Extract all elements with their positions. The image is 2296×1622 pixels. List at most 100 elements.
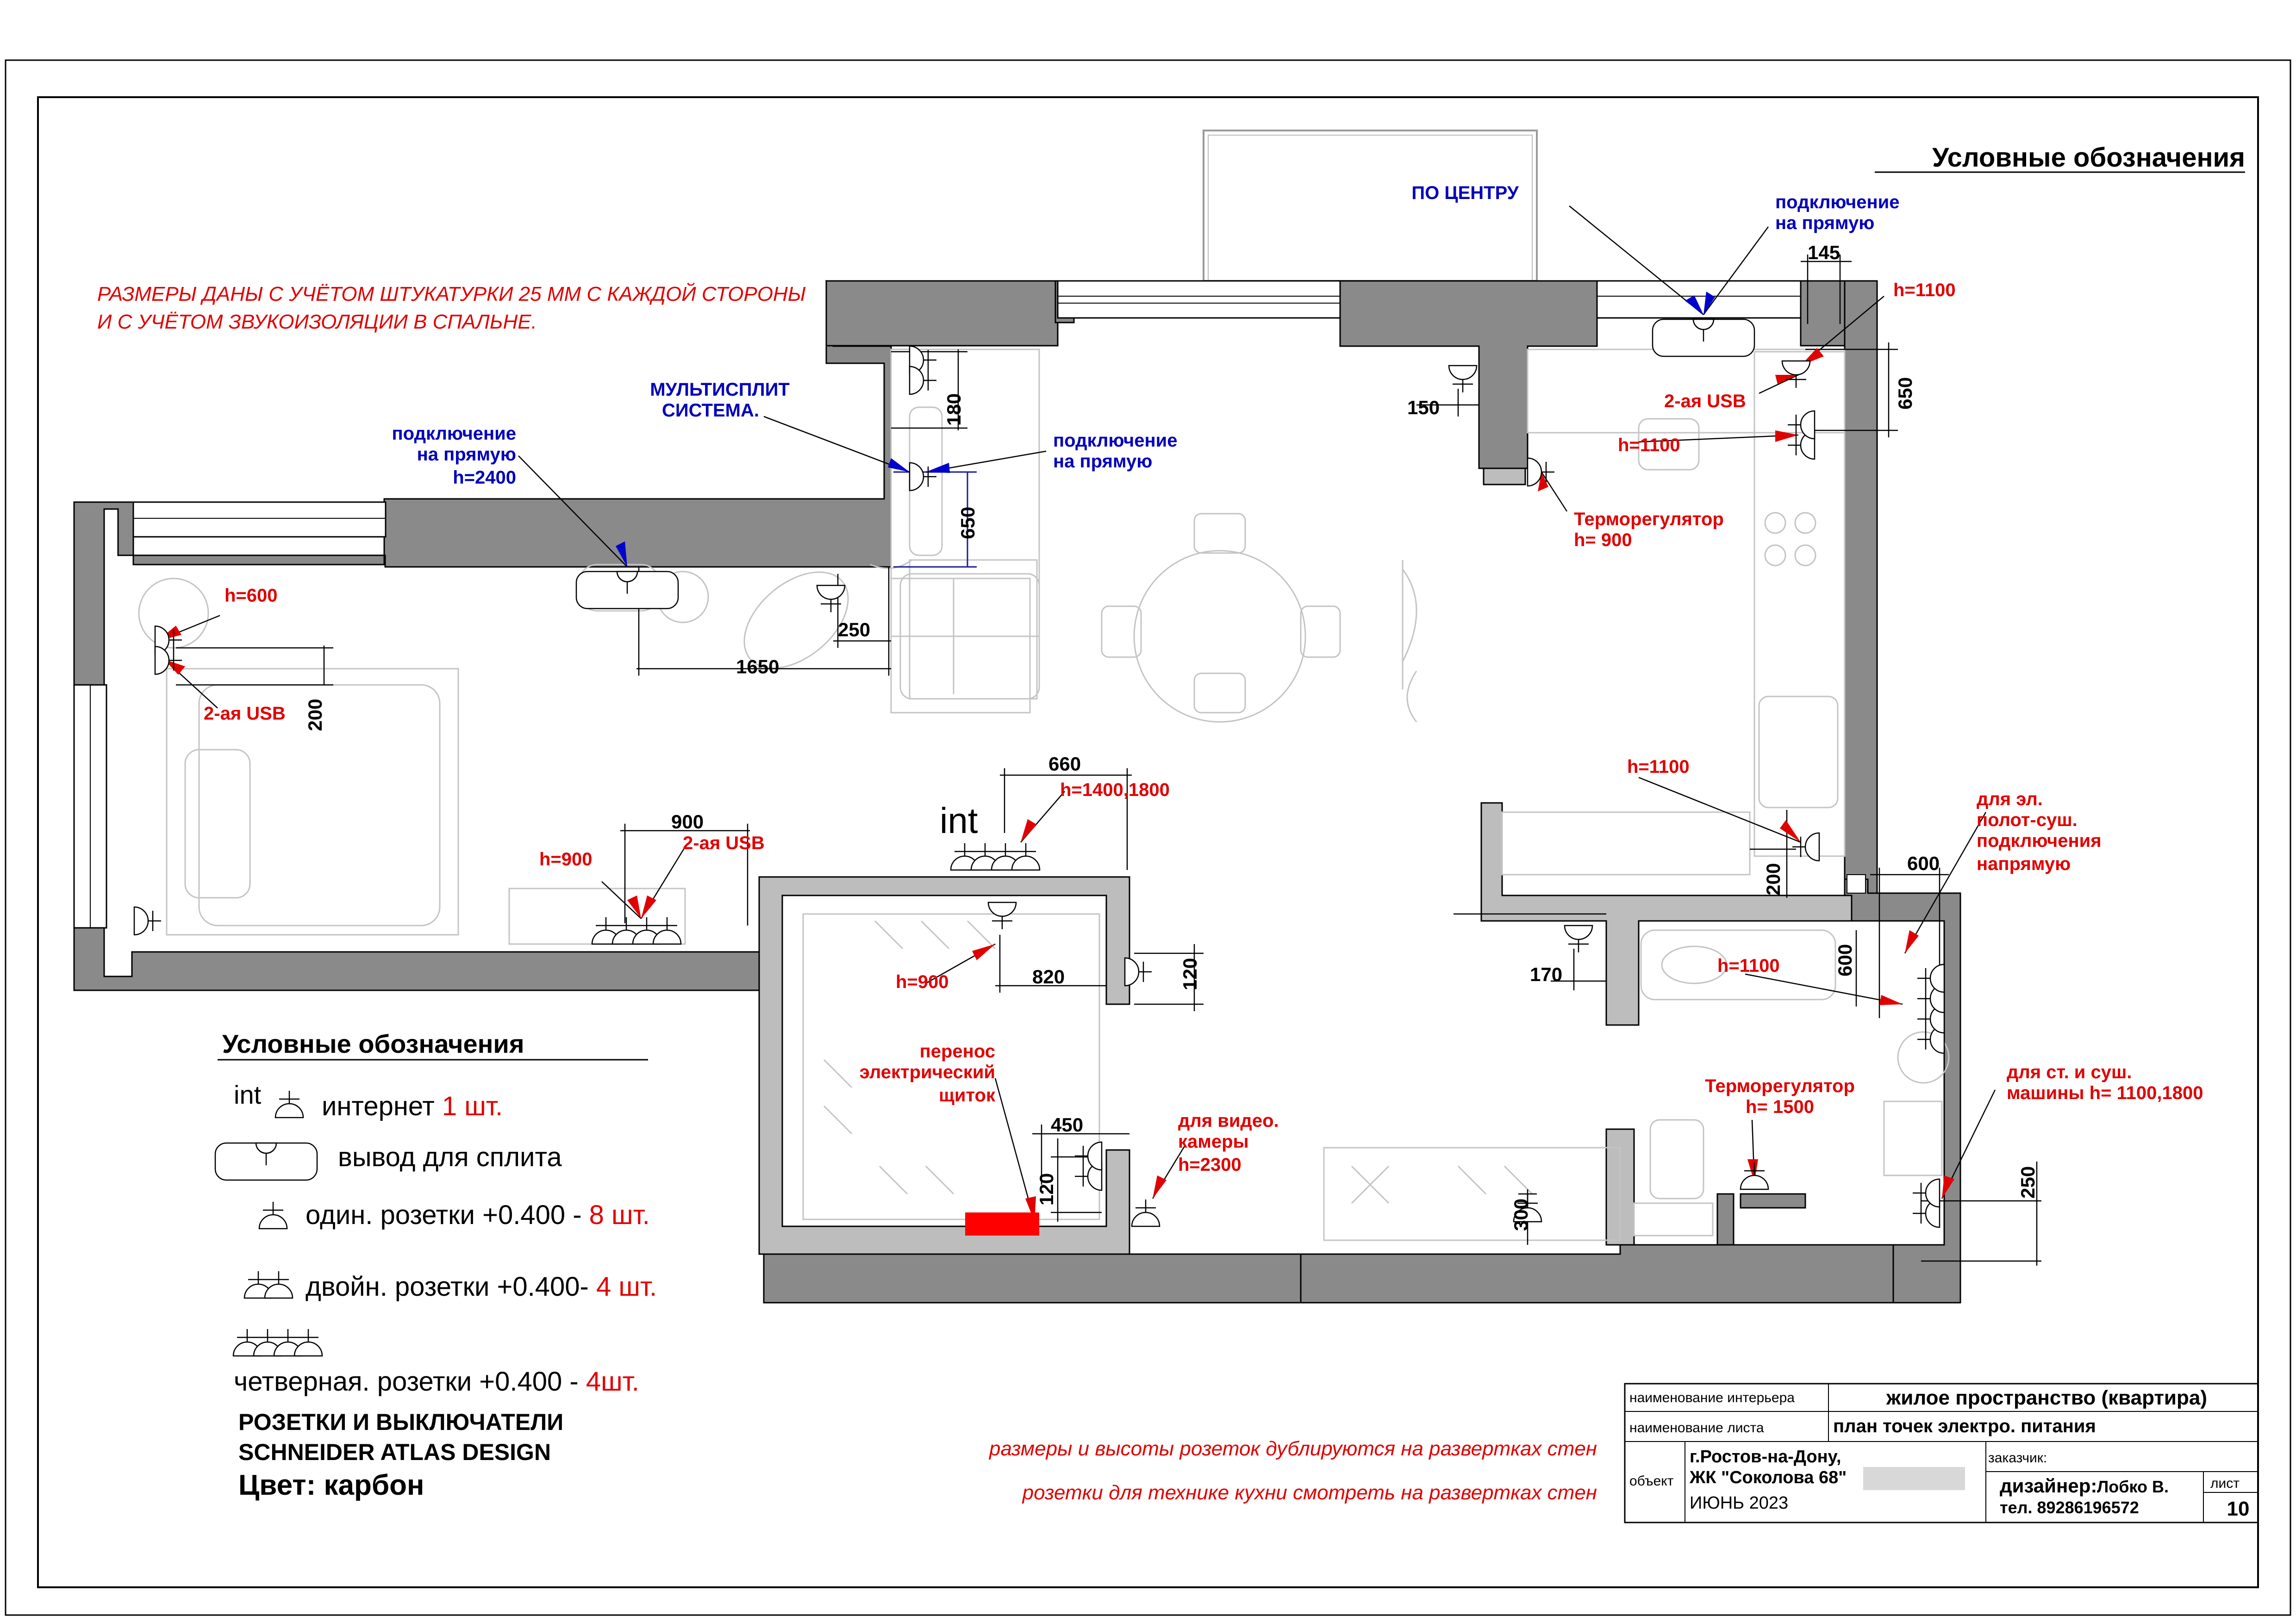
label-transfer-2: электрический xyxy=(860,1062,995,1082)
tb-interior: жилое пространство (квартира) xyxy=(1886,1386,2207,1409)
label-washer: для ст. и суш. xyxy=(2007,1062,2132,1082)
dim-170: 170 xyxy=(1530,963,1562,985)
dim-300: 300 xyxy=(1510,1199,1532,1231)
dimension-lines xyxy=(176,255,2041,1266)
label-multisplit: МУЛЬТИСПЛИТ xyxy=(650,379,790,400)
dim-650-right: 650 xyxy=(1894,377,1916,410)
tb-label-list: лист xyxy=(2210,1476,2240,1491)
dim-200-bed: 200 xyxy=(304,699,326,731)
legend-row-internet: интернет 1 шт. xyxy=(322,1091,503,1121)
dim-120-b: 120 xyxy=(1036,1173,1057,1206)
title-block: наименование интерьера жилое пространств… xyxy=(1624,1383,2259,1523)
label-usb-bed2: 2-ая USB xyxy=(683,833,765,853)
label-h1400: h=1400,1800 xyxy=(1060,780,1170,800)
label-camera-3: h=2300 xyxy=(1178,1155,1242,1175)
note-line-1: РАЗМЕРЫ ДАНЫ С УЧЁТОМ ШТУКАТУРКИ 25 ММ С… xyxy=(97,282,806,305)
legend-brand-3: Цвет: карбон xyxy=(238,1469,424,1501)
tb-date: ИЮНЬ 2023 xyxy=(1690,1493,1788,1513)
window-balcony xyxy=(1057,280,1341,319)
label-multisplit-2: СИСТЕМА. xyxy=(662,400,759,421)
label-connect-top-2: на прямую xyxy=(1775,213,1874,233)
tb-phone: тел. 89286196572 xyxy=(2000,1498,2139,1517)
legend-row-single: один. розетки +0.400 - 8 шт. xyxy=(306,1200,650,1230)
label-dryer: для эл. xyxy=(1977,789,2043,809)
outer-frame xyxy=(5,59,2291,1616)
note-line-2: И С УЧЁТОМ ЗВУКОИЗОЛЯЦИИ В СПАЛЬНЕ. xyxy=(97,311,537,333)
redacted-block xyxy=(1863,1467,1965,1490)
tb-list-no: 10 xyxy=(2227,1498,2250,1520)
dimension-texts: 145 650 150 180 650 250 1650 200 900 660… xyxy=(304,242,2039,1231)
dim-145: 145 xyxy=(1808,242,1840,263)
dim-820: 820 xyxy=(1032,966,1065,988)
dim-200-kitchen: 200 xyxy=(1762,863,1784,895)
leader-lines xyxy=(157,205,1996,1222)
tb-label-object: объект xyxy=(1629,1473,1674,1489)
tb-designer-label: дизайнер: xyxy=(2000,1475,2097,1497)
label-h1100-k2: h=1100 xyxy=(1618,435,1680,455)
tb-label-interior: наименование интерьера xyxy=(1629,1390,1795,1405)
label-usb-bed: 2-ая USB xyxy=(204,703,286,724)
label-int: int xyxy=(940,800,978,841)
label-washer-2: машины h= 1100,1800 xyxy=(2007,1083,2203,1103)
legend-brand-1: РОЗЕТКИ И ВЫКЛЮЧАТЕЛИ xyxy=(238,1409,563,1435)
legend-title: Условные обозначения xyxy=(222,1029,524,1058)
footer-note-1: размеры и высоты розеток дублируются на … xyxy=(988,1437,1597,1460)
legend: Условные обозначения int интернет 1 шт. … xyxy=(214,1029,657,1501)
legend-row-quad: четверная. розетки +0.400 - 4шт. xyxy=(234,1367,639,1397)
label-connect-mid-2: на прямую xyxy=(1053,451,1152,472)
label-transfer: перенос xyxy=(920,1041,995,1062)
label-thermo1-2: h= 900 xyxy=(1574,530,1632,550)
dim-660: 660 xyxy=(1048,753,1081,775)
label-po-centru: ПО ЦЕНТРУ xyxy=(1411,183,1519,203)
inner-frame xyxy=(37,96,2259,1588)
tb-address-1: г.Ростов-на-Дону, xyxy=(1690,1447,1841,1467)
dim-450: 450 xyxy=(1051,1114,1083,1136)
tb-sheet: план точек электро. питания xyxy=(1833,1416,2096,1436)
label-thermo2-2: h= 1500 xyxy=(1746,1097,1814,1117)
label-thermo1: Терморегулятор xyxy=(1574,509,1724,529)
label-dryer-2: полот-суш. xyxy=(1977,810,2078,830)
legend-brand-2: SCHNEIDER ATLAS DESIGN xyxy=(238,1439,551,1465)
label-camera-2: камеры xyxy=(1178,1131,1249,1152)
label-h1100-bath: h=1100 xyxy=(1717,956,1780,976)
dim-900: 900 xyxy=(671,811,704,833)
label-h600: h=600 xyxy=(225,585,278,606)
balcony-outline xyxy=(1203,130,1538,282)
dim-250: 250 xyxy=(838,619,870,640)
tb-label-client: заказчик: xyxy=(1988,1450,2047,1466)
page-title: Условные обозначения xyxy=(1932,143,2245,173)
dim-250-bath: 250 xyxy=(2017,1166,2039,1199)
footer-note-2: розетки для технике кухни смотреть на ра… xyxy=(1022,1481,1597,1504)
dim-1650: 1650 xyxy=(736,656,779,677)
dim-650-blue: 650 xyxy=(957,507,979,539)
label-camera: для видео. xyxy=(1178,1111,1279,1131)
label-connect-left-2: на прямую xyxy=(417,444,516,465)
dim-600-vert: 600 xyxy=(1834,944,1856,976)
electrical-panel xyxy=(965,1212,1039,1236)
label-h900-dress: h=900 xyxy=(896,972,949,992)
label-connect-mid: подключение xyxy=(1053,430,1177,451)
label-dryer-4: напрямую xyxy=(1977,854,2071,874)
tb-label-sheet: наименование листа xyxy=(1629,1420,1764,1436)
label-h1100-top: h=1100 xyxy=(1893,280,1956,300)
dim-600: 600 xyxy=(1907,852,1940,874)
label-h1100-k3: h=1100 xyxy=(1627,757,1690,777)
dim-150: 150 xyxy=(1407,397,1440,418)
legend-row-double: двойн. розетки +0.400- 4 шт. xyxy=(306,1272,657,1302)
legend-row-split: вывод для сплита xyxy=(338,1142,562,1172)
label-thermo2: Терморегулятор xyxy=(1705,1076,1855,1096)
label-connect-top: подключение xyxy=(1775,192,1899,212)
dim-180: 180 xyxy=(943,393,965,426)
label-transfer-3: щиток xyxy=(939,1085,996,1106)
label-dryer-3: подключения xyxy=(1977,831,2102,851)
tb-designer-name: Лобко В. xyxy=(2097,1477,2169,1496)
furniture xyxy=(138,348,1950,1241)
label-connect-left: подключение xyxy=(392,423,516,444)
window-kitchen xyxy=(1596,280,1802,319)
window-bedroom-top xyxy=(132,501,387,538)
dim-120-a: 120 xyxy=(1179,958,1201,990)
legend-int-sym: int xyxy=(234,1080,262,1109)
tb-address-2: ЖК "Соколова 68" xyxy=(1689,1468,1847,1487)
